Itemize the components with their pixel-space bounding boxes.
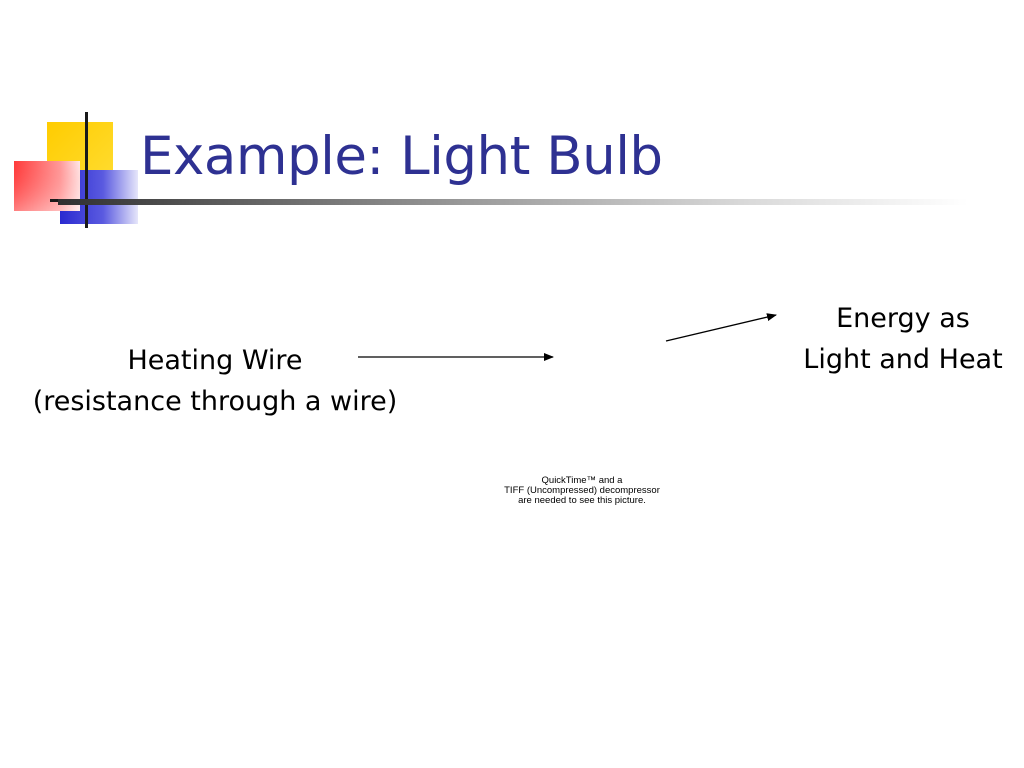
energy-line2: Light and Heat xyxy=(803,344,1003,375)
arrow-up-right-icon xyxy=(665,313,777,342)
missing-image-placeholder: QuickTime™ and a TIFF (Uncompressed) dec… xyxy=(470,476,694,506)
title-underline xyxy=(58,199,968,205)
heating-wire-line1: Heating Wire xyxy=(127,345,303,376)
placeholder-line3: are needed to see this picture. xyxy=(518,495,646,506)
energy-label: Energy as Light and Heat xyxy=(783,298,1023,380)
heating-wire-label: Heating Wire (resistance through a wire) xyxy=(0,340,430,422)
page-title: Example: Light Bulb xyxy=(140,126,663,187)
energy-line1: Energy as xyxy=(836,303,970,334)
placeholder-line2: TIFF (Uncompressed) decompressor xyxy=(504,485,660,496)
logo-vertical-line xyxy=(85,112,88,228)
heating-wire-line2: (resistance through a wire) xyxy=(32,386,398,417)
placeholder-line1: QuickTime™ and a xyxy=(541,475,623,486)
